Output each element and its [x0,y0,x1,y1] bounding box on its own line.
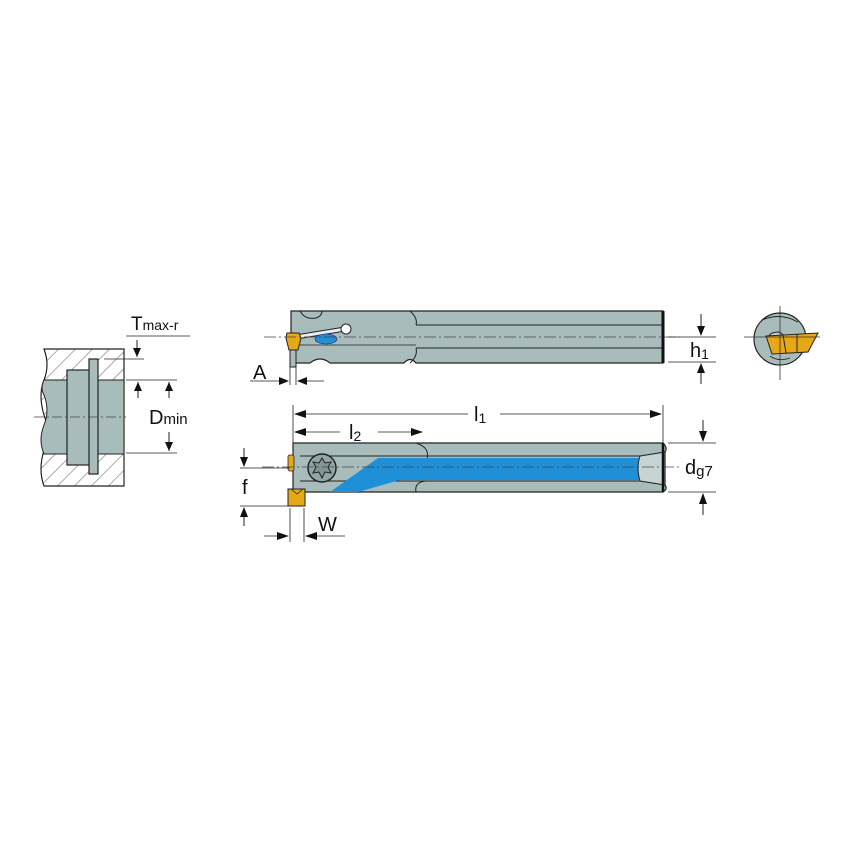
workpiece-section-view [34,335,190,487]
side-view [240,405,716,542]
top-view [250,310,716,385]
label-l1: l1 [474,404,486,426]
label-a: A [253,362,267,384]
label-dg7: dg7 [685,457,713,480]
label-h1: h1 [690,340,709,362]
label-f: f [242,477,248,499]
label-dmin: Dmin [149,407,188,429]
label-w: W [318,514,337,536]
label-l2: l2 [349,422,361,444]
end-view [744,306,820,380]
label-tmax: Tmax-r [131,314,179,335]
